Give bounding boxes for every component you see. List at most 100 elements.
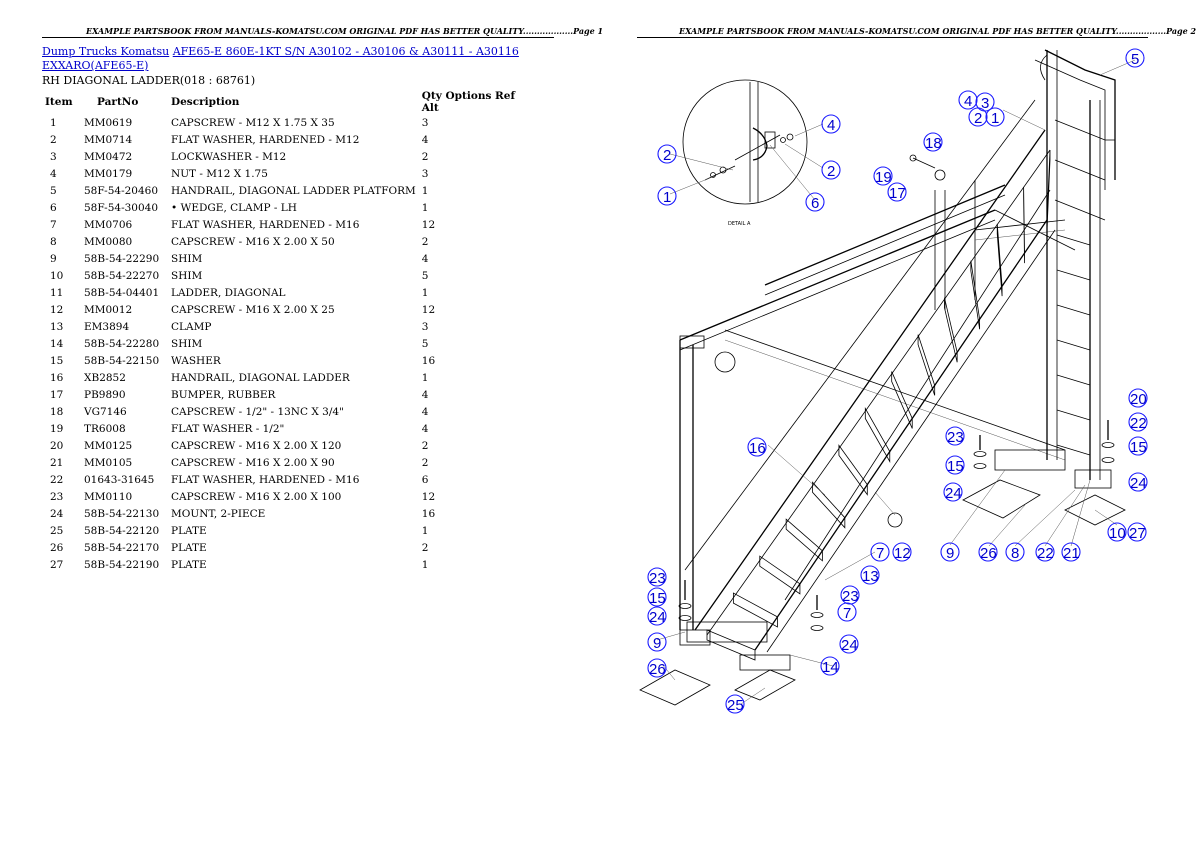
cell-partno: MM0619 — [84, 116, 133, 129]
cell-qty: 12 — [421, 303, 436, 316]
cell-item: 17 — [50, 388, 64, 401]
page-header: EXAMPLE PARTSBOOK FROM MANUALS-KOMATSU.C… — [679, 26, 1196, 36]
callout-circle — [647, 587, 667, 607]
callout-number: 19 — [875, 169, 892, 186]
cell-description: CAPSCREW - M16 X 2.00 X 25 — [171, 303, 335, 316]
cell-description: PLATE — [171, 558, 207, 571]
callout-number: 10 — [1109, 525, 1126, 542]
callout-number: 15 — [649, 590, 666, 607]
col-description: Description — [171, 96, 240, 108]
callout-circle — [1128, 412, 1148, 432]
cell-description: CAPSCREW - M16 X 2.00 X 50 — [171, 235, 335, 248]
callout-bubble: 4 — [821, 114, 841, 134]
callout-bubble: 12 — [892, 542, 912, 562]
cell-description: SHIM — [171, 252, 203, 265]
cell-qty: 16 — [421, 354, 436, 367]
cell-item: 6 — [50, 201, 57, 214]
callout-circle — [945, 455, 965, 475]
callout-bubble: 26 — [647, 658, 667, 678]
callout-number: 24 — [649, 609, 666, 626]
callout-circle — [647, 658, 667, 678]
cell-qty: 2 — [421, 235, 429, 248]
callout-number: 1 — [663, 189, 671, 206]
link-dump-trucks[interactable]: Dump Trucks Komatsu — [42, 45, 170, 58]
col-partno: PartNo — [97, 96, 139, 108]
callout-number: 26 — [980, 545, 997, 562]
platform-frame — [679, 180, 1076, 630]
callout-number: 23 — [649, 570, 666, 587]
ladder-step — [785, 518, 823, 562]
callout-number: 20 — [1130, 391, 1147, 408]
detail-label: DETAIL A — [728, 221, 751, 227]
cell-partno: XB2852 — [84, 371, 126, 384]
callout-number: 23 — [842, 588, 859, 605]
callout-bubble: 23 — [840, 585, 860, 605]
header-rule — [637, 37, 1148, 38]
cell-qty: 5 — [421, 269, 429, 282]
callout-bubble: 10 — [1107, 522, 1127, 542]
callout-circle — [837, 602, 857, 622]
callout-circle — [1127, 522, 1147, 542]
cell-description: FLAT WASHER, HARDENED - M12 — [171, 133, 360, 146]
callout-circle — [647, 606, 667, 626]
cell-qty: 1 — [421, 286, 429, 299]
ladder-step — [891, 371, 913, 429]
callout-circle — [747, 437, 767, 457]
callout-circle — [1005, 542, 1025, 562]
callout-number: 1 — [991, 110, 999, 127]
callout-bubble: 23 — [647, 567, 667, 587]
callout-bubble: 24 — [943, 482, 963, 502]
link-group[interactable]: EXXARO(AFE65-E) — [42, 59, 149, 72]
cell-qty: 3 — [421, 116, 429, 129]
callout-circle — [839, 634, 859, 654]
callout-number: 9 — [946, 545, 954, 562]
table-row: 8 MM0080 CAPSCREW - M16 X 2.00 X 50 2 — [42, 233, 535, 250]
callout-number: 16 — [749, 440, 766, 457]
callout-circle — [958, 90, 978, 110]
callout-bubble: 2 — [657, 144, 677, 164]
callout-bubble: 23 — [945, 426, 965, 446]
cell-partno: 58B-54-22120 — [84, 524, 160, 537]
callout-circle — [647, 567, 667, 587]
cell-description: CAPSCREW - M16 X 2.00 X 90 — [171, 456, 335, 469]
link-model[interactable]: AFE65-E 860E-1KT S/N A30102 - A30106 & A… — [172, 45, 519, 58]
callout-number: 23 — [947, 429, 964, 446]
cell-qty: 4 — [421, 405, 429, 418]
cell-qty: 2 — [421, 150, 429, 163]
cell-description: SHIM — [171, 269, 203, 282]
cell-partno: 58F-54-30040 — [84, 201, 159, 214]
cell-description: CAPSCREW - M16 X 2.00 X 120 — [171, 439, 342, 452]
callout-circle — [1061, 542, 1081, 562]
cell-item: 13 — [50, 320, 64, 333]
ladder-step — [812, 481, 846, 529]
callout-circle — [985, 107, 1005, 127]
callout-circle — [870, 542, 890, 562]
cell-item: 24 — [50, 507, 64, 520]
cell-description: SHIM — [171, 337, 203, 350]
callout-number: 17 — [889, 185, 906, 202]
cell-partno: MM0080 — [84, 235, 133, 248]
callout-circle — [1107, 522, 1127, 542]
callout-circle — [978, 542, 998, 562]
cell-description: CLAMP — [171, 320, 212, 333]
callout-number: 15 — [947, 458, 964, 475]
callout-number: 12 — [894, 545, 911, 562]
callout-bubble: 27 — [1127, 522, 1147, 542]
detail-view: DETAIL A — [669, 79, 824, 227]
col-item: Item — [45, 96, 73, 108]
callout-circle — [943, 482, 963, 502]
cell-qty: 12 — [421, 490, 436, 503]
cell-item: 18 — [50, 405, 64, 418]
cell-item: 8 — [50, 235, 57, 248]
cell-item: 12 — [50, 303, 64, 316]
